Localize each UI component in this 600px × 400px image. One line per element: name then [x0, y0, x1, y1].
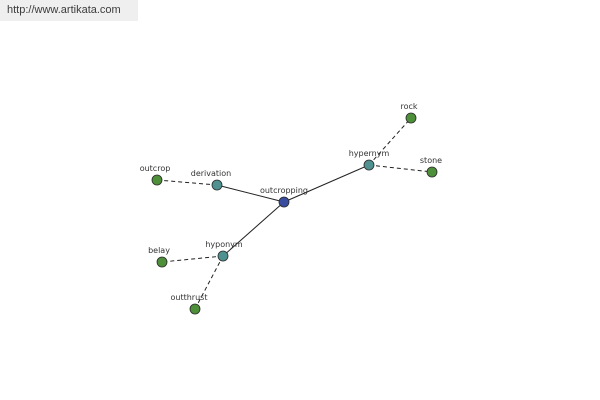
node-label-outcrop: outcrop — [140, 164, 171, 173]
edge-hypernym-rock — [368, 117, 412, 166]
edge-outcropping-hypernym — [283, 164, 370, 203]
node-rock[interactable] — [405, 112, 417, 124]
url-banner: http://www.artikata.com — [0, 0, 138, 21]
node-label-outthrust: outthrust — [171, 293, 208, 302]
node-hypernym[interactable] — [363, 159, 375, 171]
edge-outcropping-hyponym — [222, 201, 285, 257]
labels-layer: outcropping derivation hypernym hyponym outc… — [140, 102, 442, 302]
node-outcrop[interactable] — [151, 174, 163, 186]
nodes-layer — [151, 112, 438, 315]
node-label-hyponym: hyponym — [205, 240, 243, 249]
node-label-hypernym: hypernym — [349, 149, 390, 158]
node-label-derivation: derivation — [191, 169, 231, 178]
edge-hypernym-stone — [368, 164, 433, 173]
site-link[interactable]: http://www.artikata.com — [7, 4, 121, 16]
node-belay[interactable] — [156, 256, 168, 268]
edges-layer — [156, 117, 433, 310]
edge-outcropping-derivation — [216, 184, 285, 203]
edge-hyponym-belay — [161, 255, 224, 263]
node-stone[interactable] — [426, 166, 438, 178]
edge-derivation-outcrop — [156, 179, 218, 186]
node-label-rock: rock — [400, 102, 417, 111]
node-label-stone: stone — [420, 156, 442, 165]
node-label-belay: belay — [148, 246, 170, 255]
edge-hyponym-outthrust — [194, 255, 224, 310]
node-outcropping[interactable] — [278, 196, 290, 208]
node-label-outcropping: outcropping — [260, 186, 308, 195]
node-hyponym[interactable] — [217, 250, 229, 262]
node-outthrust[interactable] — [189, 303, 201, 315]
node-derivation[interactable] — [211, 179, 223, 191]
